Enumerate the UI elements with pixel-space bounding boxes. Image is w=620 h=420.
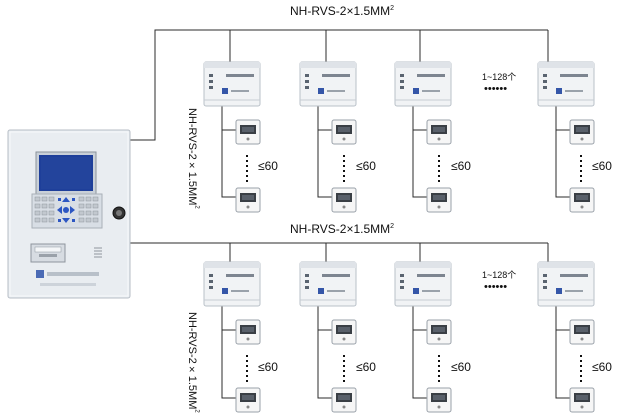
module-box xyxy=(203,61,261,107)
sensor-device xyxy=(426,319,452,345)
top-module-dots: •••••• xyxy=(484,83,508,95)
sensor-device xyxy=(331,387,357,413)
top-bus-line xyxy=(128,29,548,141)
cabinet-keypad xyxy=(31,193,103,229)
cabinet-logo xyxy=(36,270,44,278)
sensor-device xyxy=(426,119,452,145)
sensor-device xyxy=(569,319,595,345)
control-cabinet xyxy=(7,129,131,299)
sensor-device xyxy=(235,187,261,213)
sensor-count-label: ≤60 xyxy=(592,159,612,173)
sensor-device xyxy=(426,187,452,213)
sensor-count-label: ≤60 xyxy=(356,360,376,374)
module-box xyxy=(394,261,452,307)
sensor-device xyxy=(331,119,357,145)
bus-wires xyxy=(128,29,549,262)
sensor-device xyxy=(235,319,261,345)
cabinet-speaker xyxy=(94,247,102,258)
sensor-count-label: ≤60 xyxy=(258,159,278,173)
bottom-bus-label: NH-RVS-2×1.5MM2 xyxy=(290,222,395,236)
module-box xyxy=(203,261,261,307)
sensor-device xyxy=(426,387,452,413)
sensor-layer xyxy=(235,119,595,413)
top-bus-label: NH-RVS-2×1.5MM2 xyxy=(290,4,395,18)
module-box xyxy=(299,61,357,107)
module-box xyxy=(299,261,357,307)
module-layer xyxy=(203,61,595,307)
sensor-count-label: ≤60 xyxy=(451,360,471,374)
cabinet-printer xyxy=(30,243,66,263)
sensor-device xyxy=(235,119,261,145)
top-module-count: 1~128个 xyxy=(482,72,517,82)
sensor-branch-wires-bottom xyxy=(221,306,570,399)
sensor-count-label: ≤60 xyxy=(258,360,278,374)
sensor-device xyxy=(569,119,595,145)
module-box xyxy=(537,261,595,307)
top-branch-label: NH-RVS-2×1.5MM2 xyxy=(186,108,200,209)
sensor-device xyxy=(331,319,357,345)
sensor-device xyxy=(569,187,595,213)
module-box xyxy=(537,61,595,107)
sensor-branch-wires-top xyxy=(221,106,570,198)
sensor-device xyxy=(235,387,261,413)
bottom-module-count: 1~128个 xyxy=(482,270,517,280)
sensor-device xyxy=(569,387,595,413)
module-box xyxy=(394,61,452,107)
bottom-module-dots: •••••• xyxy=(484,281,508,293)
sensor-count-label: ≤60 xyxy=(451,159,471,173)
sensor-count-label: ≤60 xyxy=(592,360,612,374)
sensor-count-label: ≤60 xyxy=(356,159,376,173)
bottom-branch-label: NH-RVS-2×1.5MM2 xyxy=(186,312,200,413)
sensor-device xyxy=(331,187,357,213)
